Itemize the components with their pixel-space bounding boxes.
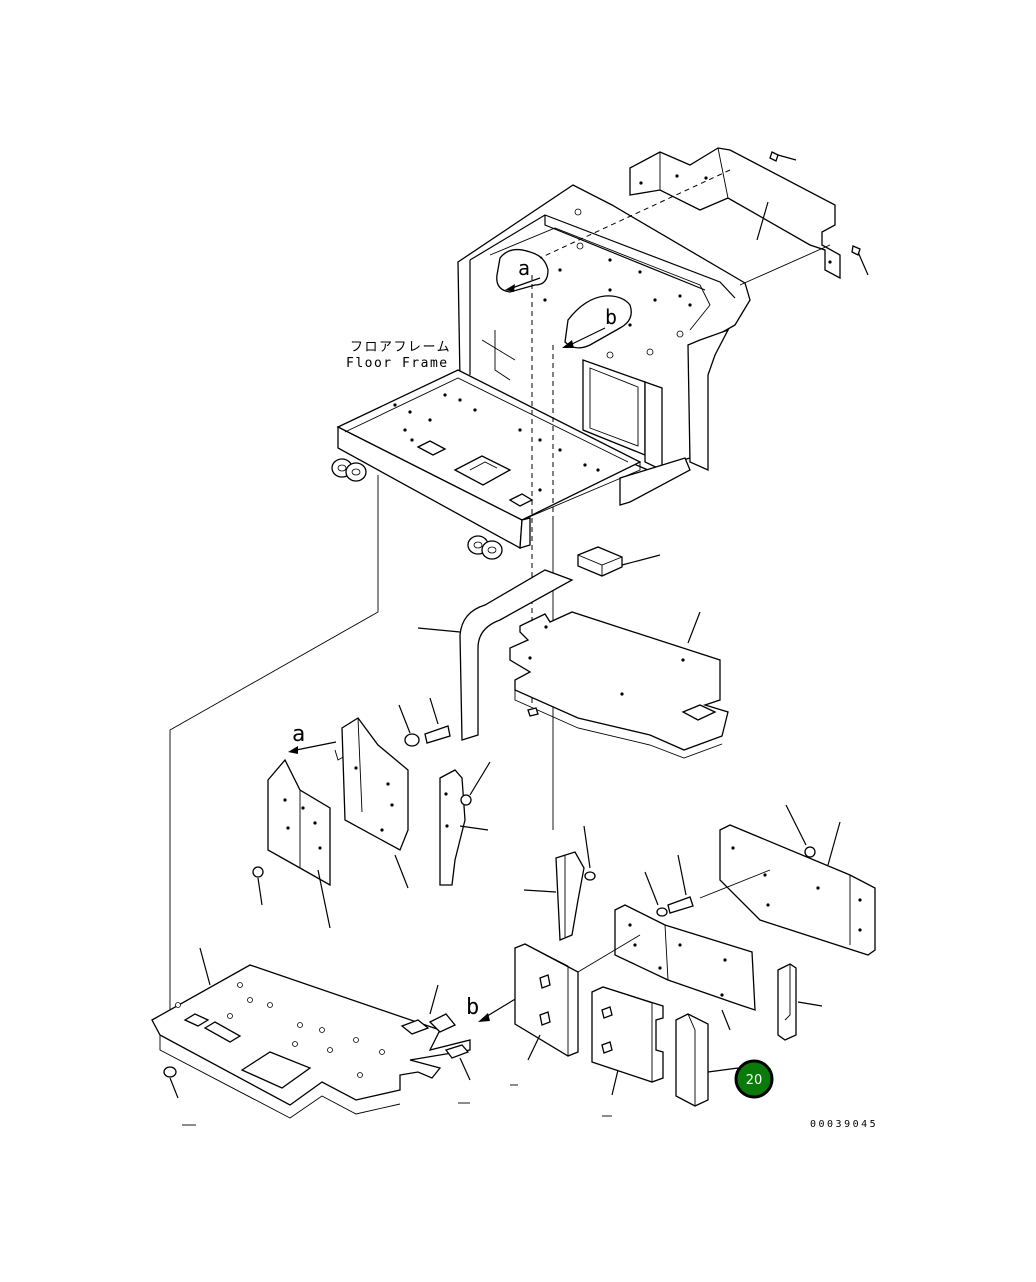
svg-text:20: 20 <box>746 1073 763 1088</box>
view-a-detail: a <box>252 697 491 929</box>
drawing-number: 00039045 <box>810 1119 878 1130</box>
svg-text:b: b <box>466 995 479 1020</box>
view-b-detail: b <box>466 804 876 1107</box>
view-mark-b-top: b <box>562 295 632 349</box>
mount-tab-right <box>467 535 503 560</box>
washer-a <box>404 733 420 747</box>
nut-a <box>460 794 472 806</box>
bent-angle <box>417 569 574 741</box>
callout-20[interactable]: 20 <box>734 1059 774 1099</box>
bolt-a <box>424 725 451 744</box>
pad-block <box>577 546 661 577</box>
nut-a2 <box>252 866 264 878</box>
small-bracket <box>523 825 596 941</box>
svg-text:a: a <box>292 722 305 747</box>
floor-frame-label: フロアフレーム Floor Frame <box>346 340 451 371</box>
floor-mat <box>509 611 729 759</box>
label-english: Floor Frame <box>346 356 449 371</box>
svg-text:b: b <box>605 305 617 329</box>
mount-tab-left <box>331 458 367 482</box>
floor-frame <box>331 184 751 560</box>
view-mark-a-top: a <box>496 248 549 293</box>
svg-text:a: a <box>518 256 530 280</box>
top-bracket <box>539 147 869 286</box>
floor-plate <box>151 947 471 1119</box>
nut-b <box>656 907 668 917</box>
bolt-b <box>667 896 694 914</box>
label-japanese: フロアフレーム <box>350 340 451 355</box>
leader-line-floor <box>169 475 379 1020</box>
nut-floor <box>163 1066 177 1078</box>
deck-holes <box>393 208 692 492</box>
